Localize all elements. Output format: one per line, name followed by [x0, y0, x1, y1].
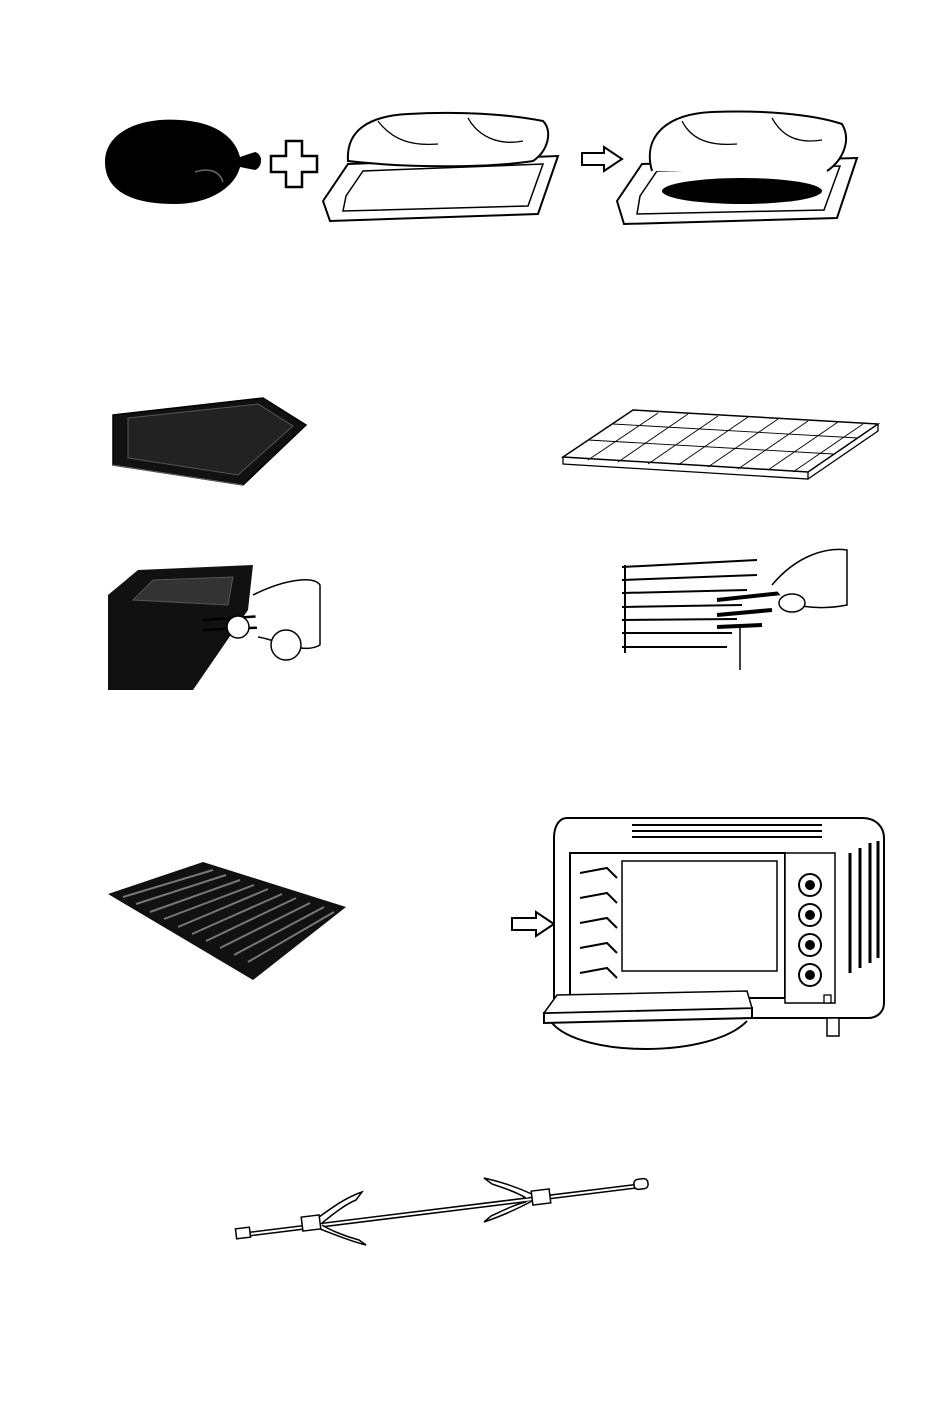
tray-with-handle-icon	[108, 565, 326, 690]
toaster-oven-icon	[542, 813, 887, 1058]
wire-rack-icon	[558, 402, 886, 482]
roast-chicken-icon	[95, 112, 265, 207]
chicken-wrapped-in-foil-on-tray-icon	[612, 106, 864, 230]
baking-tray-icon	[108, 390, 308, 488]
rack-with-handle-icon	[622, 545, 850, 670]
rotisserie-spit-icon	[234, 1170, 654, 1270]
tray-with-foil-icon	[318, 106, 570, 230]
grill-pan-icon	[108, 862, 348, 982]
plus-icon	[268, 138, 320, 190]
